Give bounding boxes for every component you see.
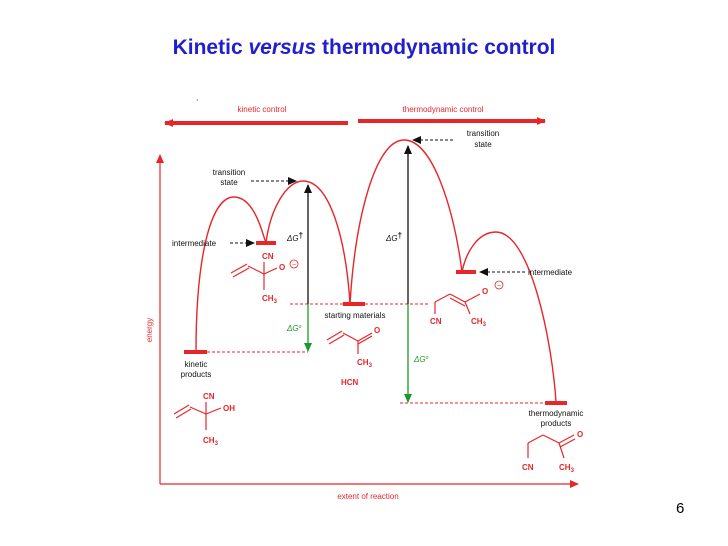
ch3-label: CH3 bbox=[357, 358, 373, 369]
intermediate-left-label: intermediate bbox=[172, 239, 217, 248]
stray-mark: , bbox=[196, 93, 198, 102]
thermo-control-label: thermodynamic control bbox=[403, 105, 484, 114]
kinetic-product-structure: CN OH CH3 bbox=[173, 392, 235, 447]
dg-dagger-left: ΔG† bbox=[286, 231, 303, 243]
cn-label: CN bbox=[522, 463, 534, 472]
o-label: O bbox=[577, 430, 583, 439]
starting-materials-label: starting materials bbox=[325, 311, 386, 320]
hcn-label: HCN bbox=[341, 378, 359, 387]
kinetic-products-label-2: products bbox=[181, 370, 212, 379]
cn-label: CN bbox=[203, 392, 215, 401]
cn-label: CN bbox=[262, 252, 274, 261]
dashed-guides bbox=[207, 136, 545, 404]
o-label: O bbox=[374, 326, 380, 335]
header-arrows: kinetic control thermodynamic control , bbox=[164, 93, 546, 127]
title-part: thermodynamic control bbox=[316, 36, 556, 59]
x-axis-label: extent of reaction bbox=[337, 492, 398, 501]
page-number: 6 bbox=[676, 500, 685, 517]
curve-start-to-intermediate bbox=[349, 139, 463, 305]
cn-label: CN bbox=[430, 317, 442, 326]
axes: energy extent of reaction bbox=[145, 154, 579, 501]
ch3-label: CH3 bbox=[471, 317, 487, 328]
starting-material-structure: O CH3 HCN bbox=[326, 326, 380, 387]
slide-title: Kinetic versus thermodynamic control bbox=[0, 36, 728, 60]
labels: transition state transition state interm… bbox=[172, 129, 583, 428]
minus-label: − bbox=[292, 262, 296, 269]
dg-circ-left: ΔGo bbox=[286, 324, 302, 333]
energy-levels bbox=[184, 241, 567, 405]
thermo-products-label-1: thermodynamic bbox=[529, 409, 584, 418]
dg-circ-right: ΔGo bbox=[413, 355, 429, 364]
ts-left-label-1: transition bbox=[213, 168, 245, 177]
ts-left-label-2: state bbox=[220, 178, 238, 187]
kinetic-control-label: kinetic control bbox=[238, 105, 287, 114]
intermediate-left-structure: CN O CH3 − bbox=[230, 252, 299, 305]
ts-right-label-1: transition bbox=[467, 129, 499, 138]
o-label: O bbox=[279, 263, 285, 272]
thermo-product-structure: CN O CH3 bbox=[522, 430, 583, 474]
ch3-label: CH3 bbox=[559, 463, 575, 474]
ch3-label: CH3 bbox=[262, 294, 278, 305]
thermo-products-label-2: products bbox=[541, 419, 572, 428]
curve-intermediate-to-start bbox=[265, 180, 351, 305]
kinetic-products-label-1: kinetic bbox=[185, 360, 208, 369]
intermediate-right-structure: CN O CH3 − bbox=[430, 280, 504, 328]
energy-curve bbox=[195, 139, 557, 403]
o-label: O bbox=[482, 287, 488, 296]
minus-label: − bbox=[497, 283, 501, 290]
dg-dagger-right: ΔG† bbox=[385, 231, 402, 243]
oh-label: OH bbox=[223, 404, 235, 413]
title-part: Kinetic bbox=[172, 36, 249, 59]
intermediate-right-label: intermediate bbox=[528, 268, 573, 277]
ts-right-label-2: state bbox=[474, 140, 492, 149]
y-axis-label: energy bbox=[145, 318, 154, 342]
curve-intermediate-to-thermo bbox=[461, 231, 557, 403]
delta-g-arrows bbox=[304, 145, 412, 403]
curve-kinetic-to-intermediate bbox=[195, 196, 267, 353]
delta-g-labels: ΔG† ΔG† ΔGo ΔGo bbox=[286, 231, 429, 364]
ch3-label: CH3 bbox=[203, 436, 219, 447]
title-italic: versus bbox=[248, 36, 317, 59]
